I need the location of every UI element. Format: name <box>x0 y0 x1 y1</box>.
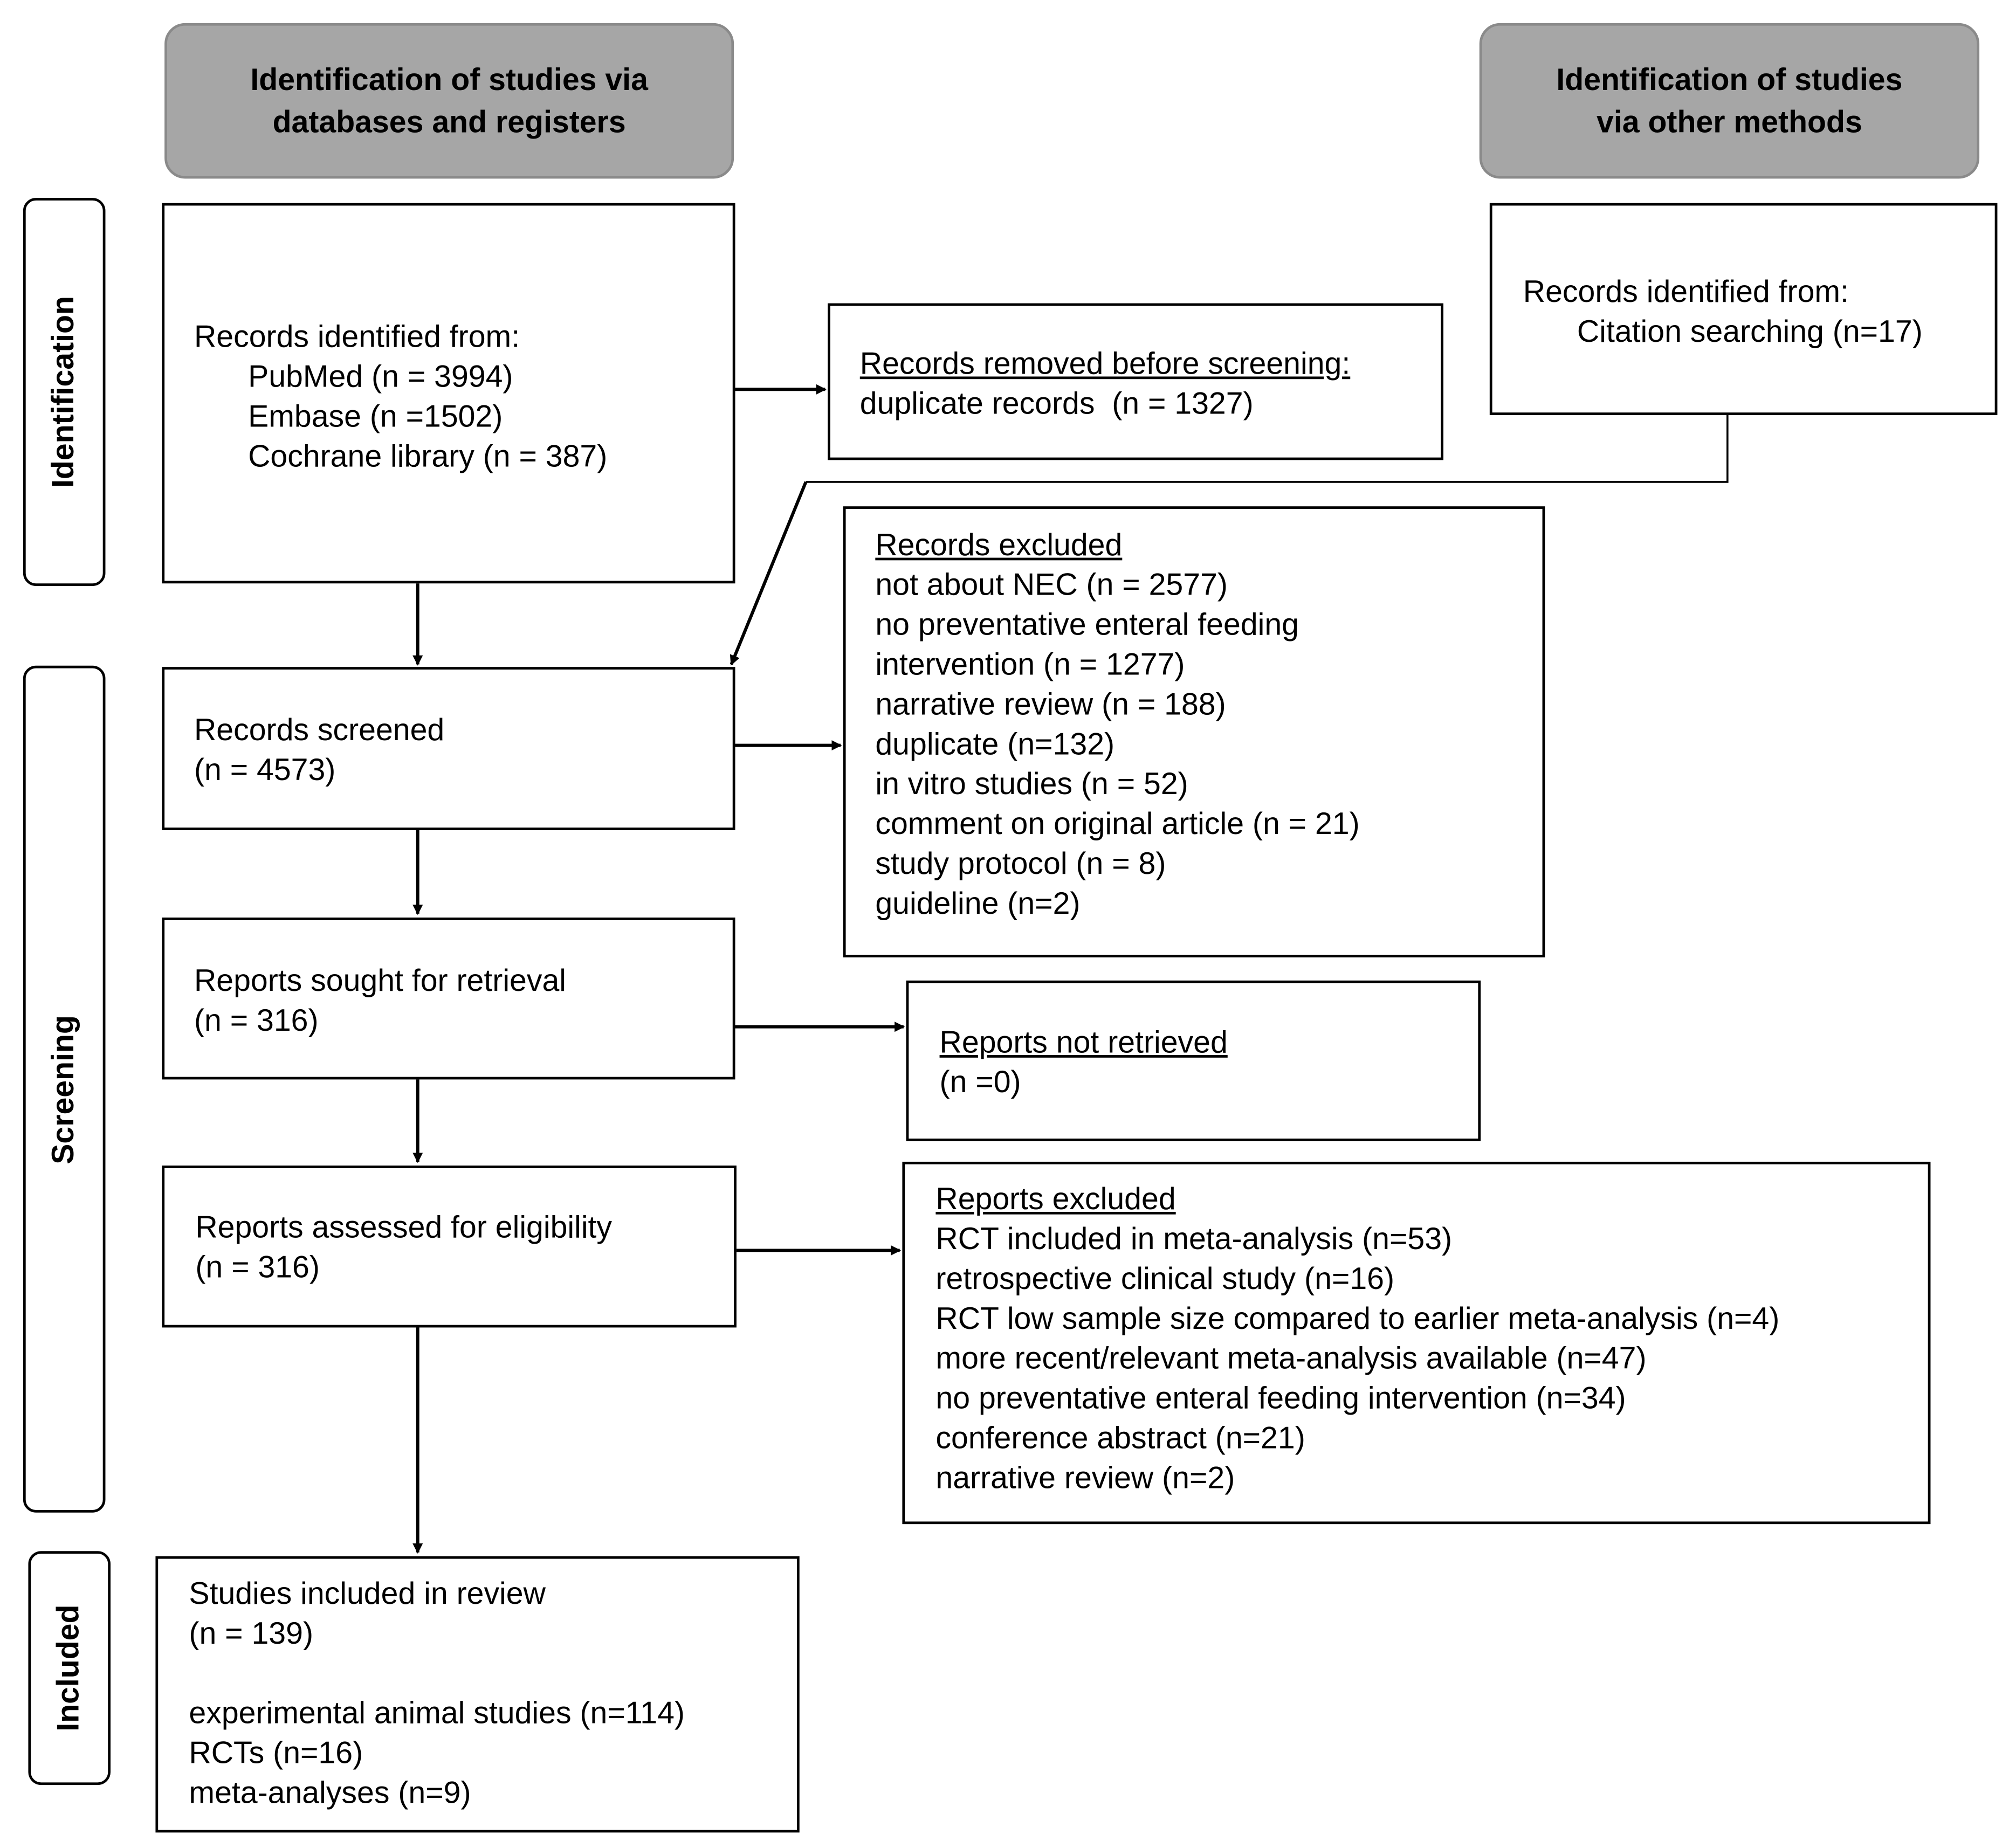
reports-excluded-item: conference abstract (n=21) <box>935 1421 1305 1456</box>
phase-identification: Identification <box>23 198 106 587</box>
studies-included-box: Studies included in review (n = 139) exp… <box>155 1556 800 1833</box>
phase-screening: Screening <box>23 665 106 1513</box>
records-screened-count: (n = 4573) <box>194 753 336 788</box>
reports-excluded-heading: Reports excluded <box>935 1182 1176 1217</box>
records-identified-pubmed: PubMed (n = 3994) <box>248 360 513 395</box>
records-screened-box: Records screened (n = 4573) <box>162 667 735 830</box>
records-screened-label: Records screened <box>194 713 445 748</box>
reports-not-retrieved-heading: Reports not retrieved <box>939 1025 1228 1060</box>
studies-included-label: Studies included in review <box>189 1576 546 1612</box>
reports-sought-label: Reports sought for retrieval <box>194 963 566 999</box>
arrow-citation-diagonal <box>730 481 808 666</box>
records-identified-cochrane: Cochrane library (n = 387) <box>248 439 608 474</box>
arrow-citation-to-screened <box>806 413 1729 483</box>
records-removed-duplicates: duplicate records (n = 1327) <box>859 387 1254 422</box>
records-removed-box: Records removed before screening: duplic… <box>828 303 1444 460</box>
studies-included-animal: experimental animal studies (n=114) <box>189 1696 685 1731</box>
records-excluded-item: intervention (n = 1277) <box>875 647 1185 682</box>
records-identified-heading: Records identified from: <box>194 320 520 355</box>
reports-assessed-label: Reports assessed for eligibility <box>195 1210 613 1245</box>
records-excluded-item: in vitro studies (n = 52) <box>875 767 1188 802</box>
records-excluded-item: comment on original article (n = 21) <box>875 807 1360 842</box>
studies-included-meta: meta-analyses (n=9) <box>189 1776 471 1811</box>
records-excluded-item: not about NEC (n = 2577) <box>875 568 1228 603</box>
records-excluded-item: guideline (n=2) <box>875 886 1081 922</box>
reports-assessed-count: (n = 316) <box>195 1250 320 1285</box>
records-excluded-item: duplicate (n=132) <box>875 727 1115 762</box>
records-excluded-item: narrative review (n = 188) <box>875 687 1226 722</box>
reports-not-retrieved-count: (n =0) <box>939 1065 1021 1100</box>
studies-included-count: (n = 139) <box>189 1616 314 1652</box>
reports-assessed-box: Reports assessed for eligibility (n = 31… <box>162 1166 737 1328</box>
citation-records-box: Records identified from: Citation search… <box>1489 203 1998 415</box>
records-excluded-box: Records excluded not about NEC (n = 2577… <box>843 506 1545 957</box>
reports-sought-box: Reports sought for retrieval (n = 316) <box>162 918 735 1080</box>
citation-records-count: Citation searching (n=17) <box>1577 315 1923 350</box>
records-identified-box: Records identified from: PubMed (n = 399… <box>162 203 735 584</box>
studies-included-rcts: RCTs (n=16) <box>189 1736 363 1771</box>
reports-excluded-box: Reports excluded RCT included in meta-an… <box>902 1161 1931 1525</box>
reports-excluded-item: retrospective clinical study (n=16) <box>935 1261 1395 1297</box>
reports-excluded-item: narrative review (n=2) <box>935 1461 1235 1496</box>
reports-sought-count: (n = 316) <box>194 1003 319 1039</box>
phase-included: Included <box>28 1551 111 1785</box>
records-identified-embase: Embase (n =1502) <box>248 399 503 435</box>
studies-included-spacer <box>189 1654 797 1694</box>
reports-not-retrieved-box: Reports not retrieved (n =0) <box>906 980 1481 1141</box>
reports-excluded-item: no preventative enteral feeding interven… <box>935 1381 1626 1416</box>
reports-excluded-item: more recent/relevant meta-analysis avail… <box>935 1341 1647 1377</box>
databases-column-header: Identification of studies via databases … <box>164 23 734 179</box>
records-removed-heading: Records removed before screening: <box>859 347 1351 382</box>
reports-excluded-item: RCT included in meta-analysis (n=53) <box>935 1222 1453 1257</box>
records-excluded-heading: Records excluded <box>875 528 1123 563</box>
citation-records-heading: Records identified from: <box>1523 275 1849 310</box>
reports-excluded-item: RCT low sample size compared to earlier … <box>935 1301 1780 1337</box>
records-excluded-item: study protocol (n = 8) <box>875 846 1166 882</box>
records-excluded-item: no preventative enteral feeding <box>875 608 1299 643</box>
other-methods-column-header: Identification of studies via other meth… <box>1479 23 1980 179</box>
